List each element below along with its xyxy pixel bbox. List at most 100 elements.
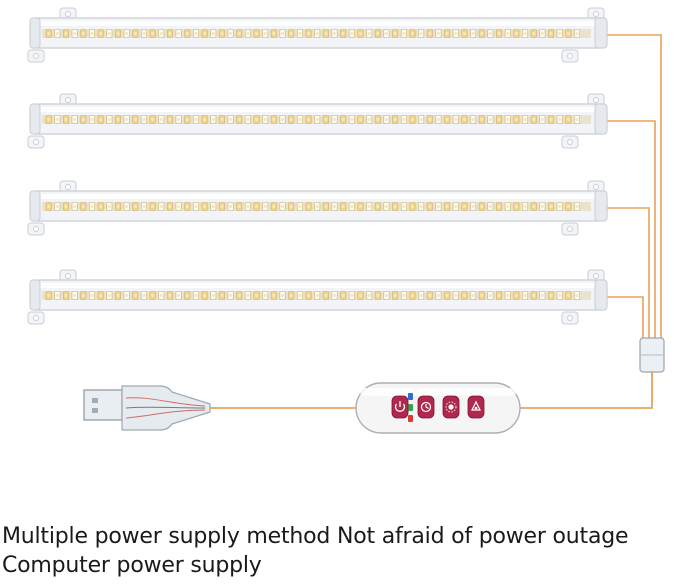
led-lens	[384, 31, 389, 36]
led-lens	[471, 204, 475, 209]
timer-icon	[420, 401, 432, 413]
led-lens	[315, 293, 319, 298]
led-lens	[462, 204, 467, 209]
led-lens	[306, 204, 311, 209]
usb-contact	[92, 398, 98, 403]
mode-icon	[471, 400, 481, 411]
end-cap	[594, 190, 608, 222]
led-lens	[523, 204, 527, 209]
led-lens	[99, 117, 103, 122]
led-lens	[64, 293, 68, 298]
led-lens	[73, 293, 77, 298]
clip-hole	[567, 226, 573, 232]
usb-connector-metal	[83, 389, 123, 421]
led-lens	[125, 117, 129, 122]
led-lens	[575, 31, 579, 36]
led-lens	[99, 293, 103, 298]
led-lens	[81, 31, 85, 36]
led-lens	[367, 204, 371, 209]
led-lens	[428, 204, 432, 209]
led-lens	[497, 117, 501, 122]
led-lens	[324, 293, 328, 298]
led-lens	[125, 293, 129, 298]
led-lens	[410, 31, 415, 36]
led-lens	[263, 204, 267, 209]
led-lens	[549, 204, 553, 209]
led-lens	[280, 204, 285, 209]
led-lens	[393, 117, 397, 122]
controller-highlight	[360, 388, 516, 396]
led-lens	[428, 117, 432, 122]
led-lens	[133, 204, 137, 209]
led-lens	[488, 31, 493, 36]
led-lens	[315, 31, 319, 36]
led-lens	[454, 31, 458, 36]
led-lens	[393, 204, 397, 209]
led-lens	[558, 31, 562, 36]
usb-contact	[92, 408, 98, 413]
clip-hole	[593, 184, 599, 190]
led-lens	[177, 117, 181, 122]
led-lens	[116, 204, 120, 209]
led-lens	[341, 204, 345, 209]
led-lens	[523, 293, 527, 298]
led-lens	[419, 293, 423, 298]
usb-inner-wire	[125, 397, 206, 419]
clip-hole	[567, 139, 573, 145]
led-lens	[107, 31, 111, 36]
led-lens	[125, 31, 129, 36]
bar-highlight	[33, 21, 604, 26]
led-lens	[454, 204, 458, 209]
led-lens	[289, 117, 293, 122]
led-lens	[220, 293, 224, 298]
end-cap	[594, 279, 608, 311]
led-lens	[558, 204, 562, 209]
led-lens	[566, 31, 570, 36]
led-lens	[254, 117, 259, 122]
led-lens	[332, 204, 337, 209]
led-lens	[177, 204, 181, 209]
led-lens	[55, 204, 59, 209]
led-lens	[367, 117, 371, 122]
led-lens	[549, 293, 553, 298]
led-lens	[237, 117, 241, 122]
led-lens	[367, 31, 371, 36]
led-lens	[532, 204, 536, 209]
led-lens	[376, 31, 380, 36]
led-lens	[350, 31, 354, 36]
led-lens	[514, 204, 518, 209]
end-cap	[594, 103, 608, 135]
led-lens	[532, 293, 536, 298]
led-lens	[480, 293, 484, 298]
led-lens	[428, 31, 432, 36]
led-lens	[566, 117, 570, 122]
led-lens	[228, 31, 233, 36]
led-lens	[480, 117, 484, 122]
led-lens	[64, 117, 68, 122]
led-lens	[332, 117, 337, 122]
led-lens	[142, 31, 146, 36]
led-lens	[177, 31, 181, 36]
led-lens	[445, 293, 449, 298]
led-lens	[488, 117, 493, 122]
led-lens	[151, 293, 155, 298]
led-lens	[506, 204, 510, 209]
clip-hole	[33, 139, 39, 145]
led-lens	[471, 117, 475, 122]
wire-bundle	[205, 34, 662, 409]
bar-highlight	[33, 194, 604, 199]
clip-hole	[593, 273, 599, 279]
led-lens	[237, 204, 241, 209]
led-lens	[185, 293, 189, 298]
led-lens	[64, 31, 68, 36]
light-bar	[27, 269, 608, 325]
led-lens	[350, 117, 354, 122]
led-lens	[514, 117, 518, 122]
light-bar	[27, 7, 608, 63]
led-lens	[47, 117, 51, 122]
led-lens	[263, 31, 267, 36]
end-cap	[594, 17, 608, 49]
led-lens	[324, 117, 328, 122]
led-lens	[237, 31, 241, 36]
led-lens	[540, 204, 544, 209]
